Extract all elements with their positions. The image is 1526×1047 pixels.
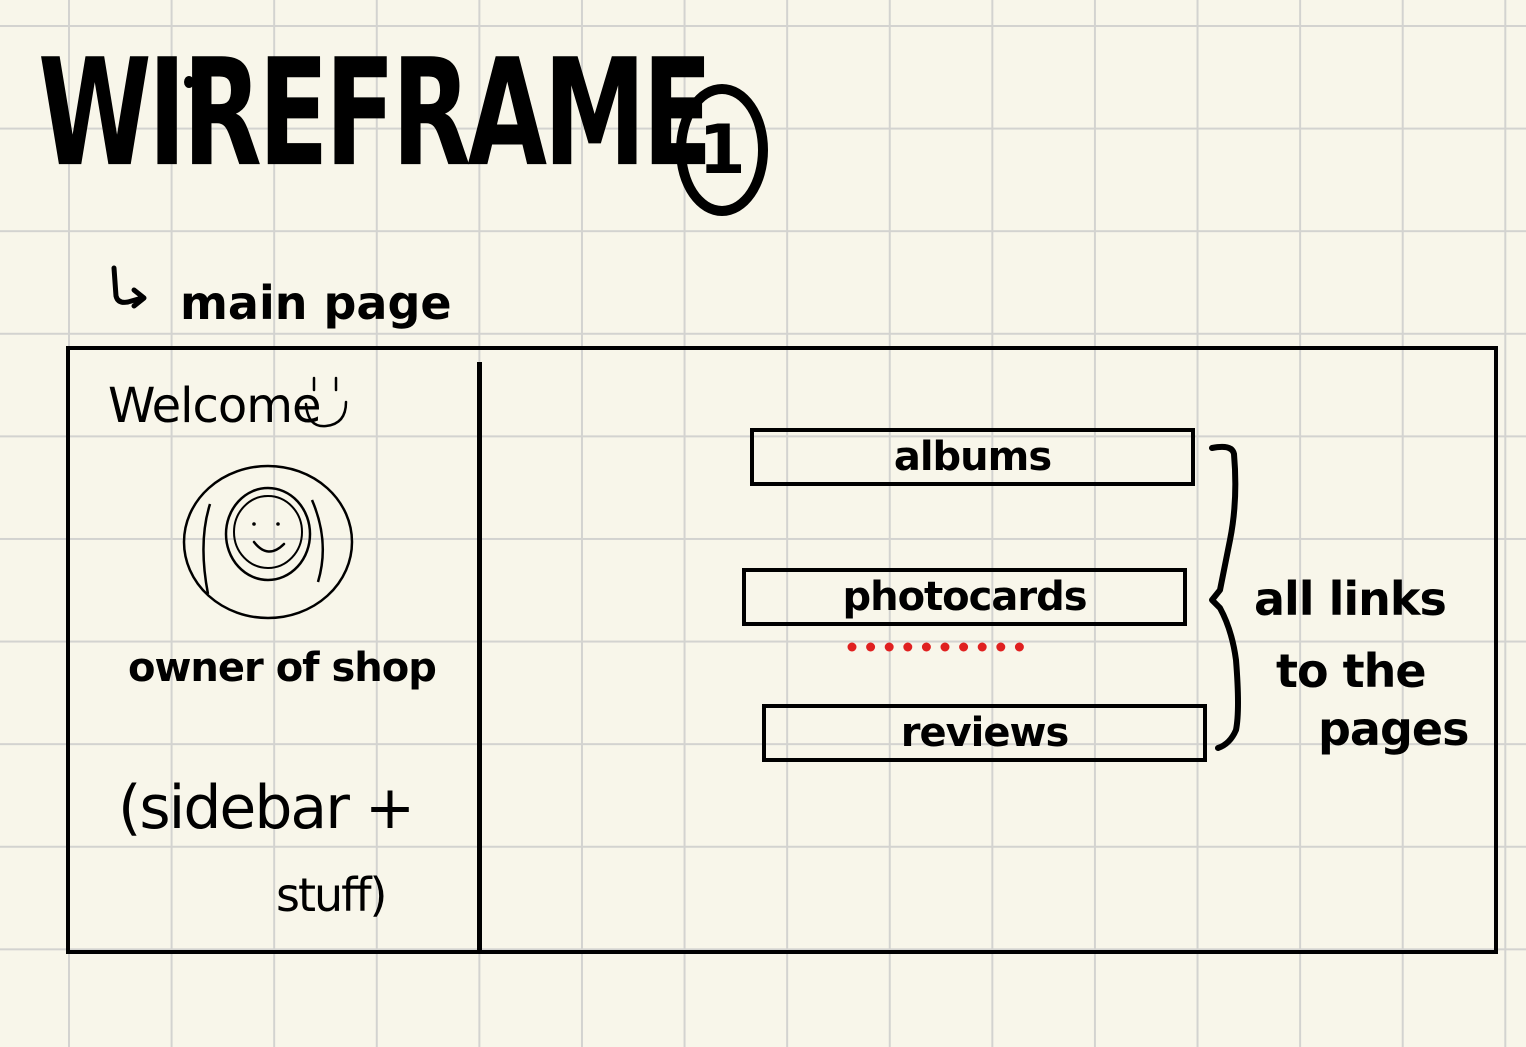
albums-link-button[interactable]: albums (750, 428, 1195, 486)
reviews-link-button[interactable]: reviews (762, 704, 1207, 762)
wireframe-frame (66, 346, 1498, 954)
spellcheck-dots (847, 642, 1024, 652)
subtitle: main page (180, 276, 452, 330)
sidebar-note-line1: (sidebar + (118, 773, 415, 843)
title-number-circle: 1 (676, 84, 768, 216)
annotation-line3: pages (1318, 702, 1469, 756)
spellcheck-dot (903, 642, 913, 652)
photocards-link-button[interactable]: photocards (742, 568, 1187, 626)
title-i-dot (184, 76, 194, 88)
annotation-line2: to the (1276, 644, 1427, 698)
return-arrow-icon (111, 265, 147, 309)
spellcheck-dot (866, 642, 876, 652)
smiley-face-avatar-icon (182, 464, 354, 620)
spellcheck-dot (921, 642, 931, 652)
spellcheck-dot (977, 642, 987, 652)
spellcheck-dot (959, 642, 969, 652)
welcome-text: Welcome (108, 378, 322, 434)
right-curly-brace-icon (1209, 443, 1241, 751)
page-title: WIREFRAME (38, 28, 713, 200)
reviews-link-label: reviews (900, 710, 1070, 756)
spellcheck-dot (996, 642, 1006, 652)
albums-link-label: albums (893, 434, 1052, 480)
annotation-line1: all links (1254, 572, 1447, 626)
spellcheck-dot (940, 642, 950, 652)
photocards-link-label: photocards (842, 574, 1087, 620)
sidebar-divider (477, 362, 482, 952)
spellcheck-dot (884, 642, 894, 652)
spellcheck-dot (847, 642, 857, 652)
title-number: 1 (698, 110, 746, 190)
sidebar-note-line2: stuff) (276, 868, 387, 922)
spellcheck-dot (1014, 642, 1024, 652)
owner-caption: owner of shop (128, 645, 437, 691)
smiley-icon (304, 376, 348, 428)
